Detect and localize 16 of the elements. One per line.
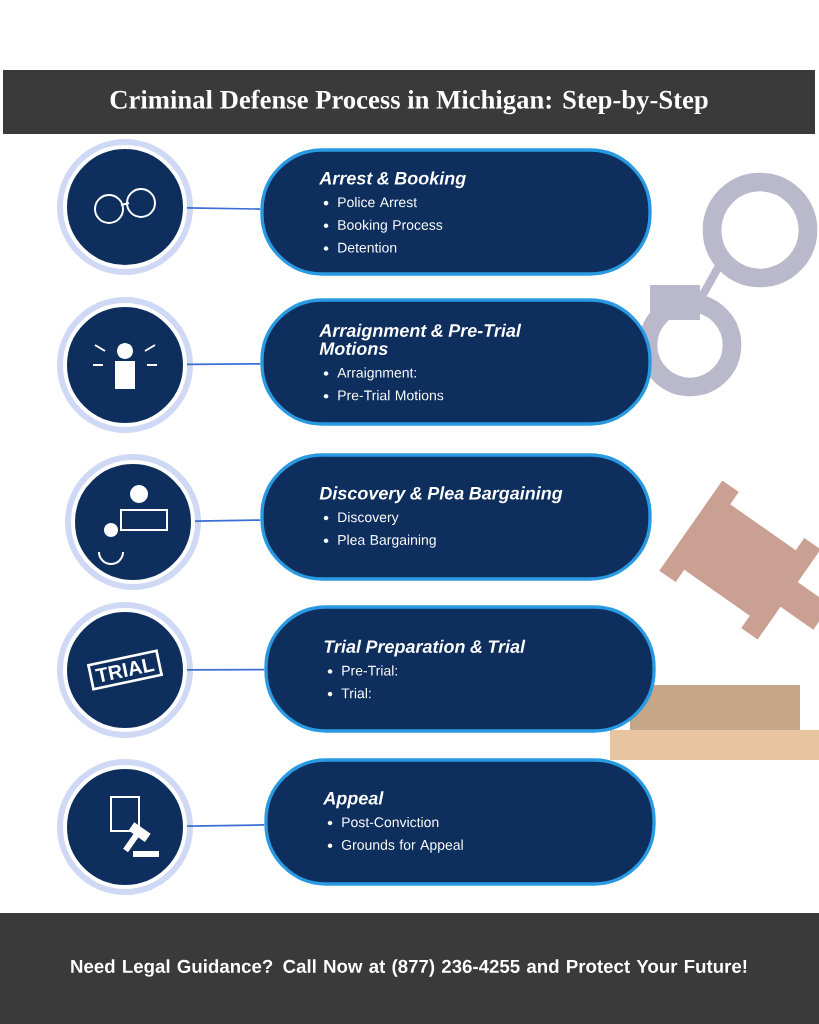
call-to-action: Need Legal Guidance? Call Now at (877) 236-4255 and Protect Your Future! [71, 959, 747, 977]
title-band: Criminal Defense Process in Michigan: Step-by-Step [3, 70, 815, 134]
connector-line [186, 824, 266, 827]
step-pill: Arrest & Booking Police Arrest Booking Process Detention [260, 148, 652, 276]
step-pill: Appeal Post-Conviction Grounds for Appeal [264, 758, 656, 886]
connector-line [186, 668, 266, 671]
step-circle [57, 759, 193, 895]
step-pill: Discovery & Plea Bargaining Discovery Plea Bargaining [260, 453, 652, 581]
step-pill: Trial Preparation & Trial Pre-Trial: Trial: [264, 605, 656, 733]
connector-line [186, 207, 262, 210]
step-circle [65, 454, 201, 590]
step-circle [57, 139, 193, 275]
connector-line [186, 362, 262, 366]
step-pill: Arraignment & Pre-Trial Motions Arraignment: Pre-Trial Motions [260, 298, 652, 426]
connector-line [194, 519, 262, 522]
step-circle [57, 297, 193, 433]
